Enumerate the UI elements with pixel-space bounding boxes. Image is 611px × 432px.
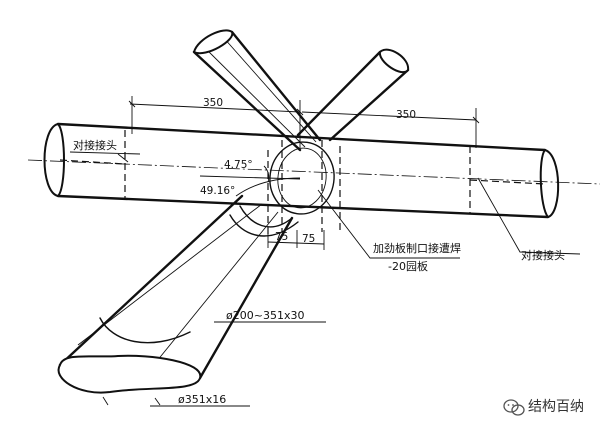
splice-left-label: 对接接头 [73,138,117,152]
dim-350-left-label: 350 [203,97,223,109]
main-chord-pipe [43,122,560,219]
chord-centerline [27,159,601,185]
splice-right-label: 对接接头 [521,248,565,262]
dimension-75-75 [267,230,325,250]
splice-right-leader [477,177,581,255]
stiffener-leader [317,189,460,259]
upper-left-branch-pipe [192,29,322,152]
angle-4-75-label: 4.75° [224,159,253,171]
stiffener-label-line1: 加劲板制口接遭焊 [373,241,461,255]
lower-tapered-brace [57,194,299,406]
stiffener-label-line2: -20园板 [388,259,428,273]
dim-75-right-label: 75 [302,233,315,245]
dimension-350-left [128,96,304,150]
wechat-icon [503,399,525,416]
dimension-350-right [301,108,480,148]
stiffener-ring [267,140,341,235]
upper-right-branch-pipe [296,48,410,142]
dim-350-right-label: 350 [396,109,416,121]
splice-left-leader [117,153,129,163]
splice-left-underline [69,151,141,155]
angle-dimensions [199,165,301,197]
angle-49-16-label: 49.16° [200,185,235,197]
watermark-text: 结构百纳 [528,399,584,415]
main-pipe-label: ø351x16 [178,393,226,406]
dim-75-left-label: 75 [275,231,288,243]
taper-pipe-label: ø200~351x30 [226,309,304,322]
